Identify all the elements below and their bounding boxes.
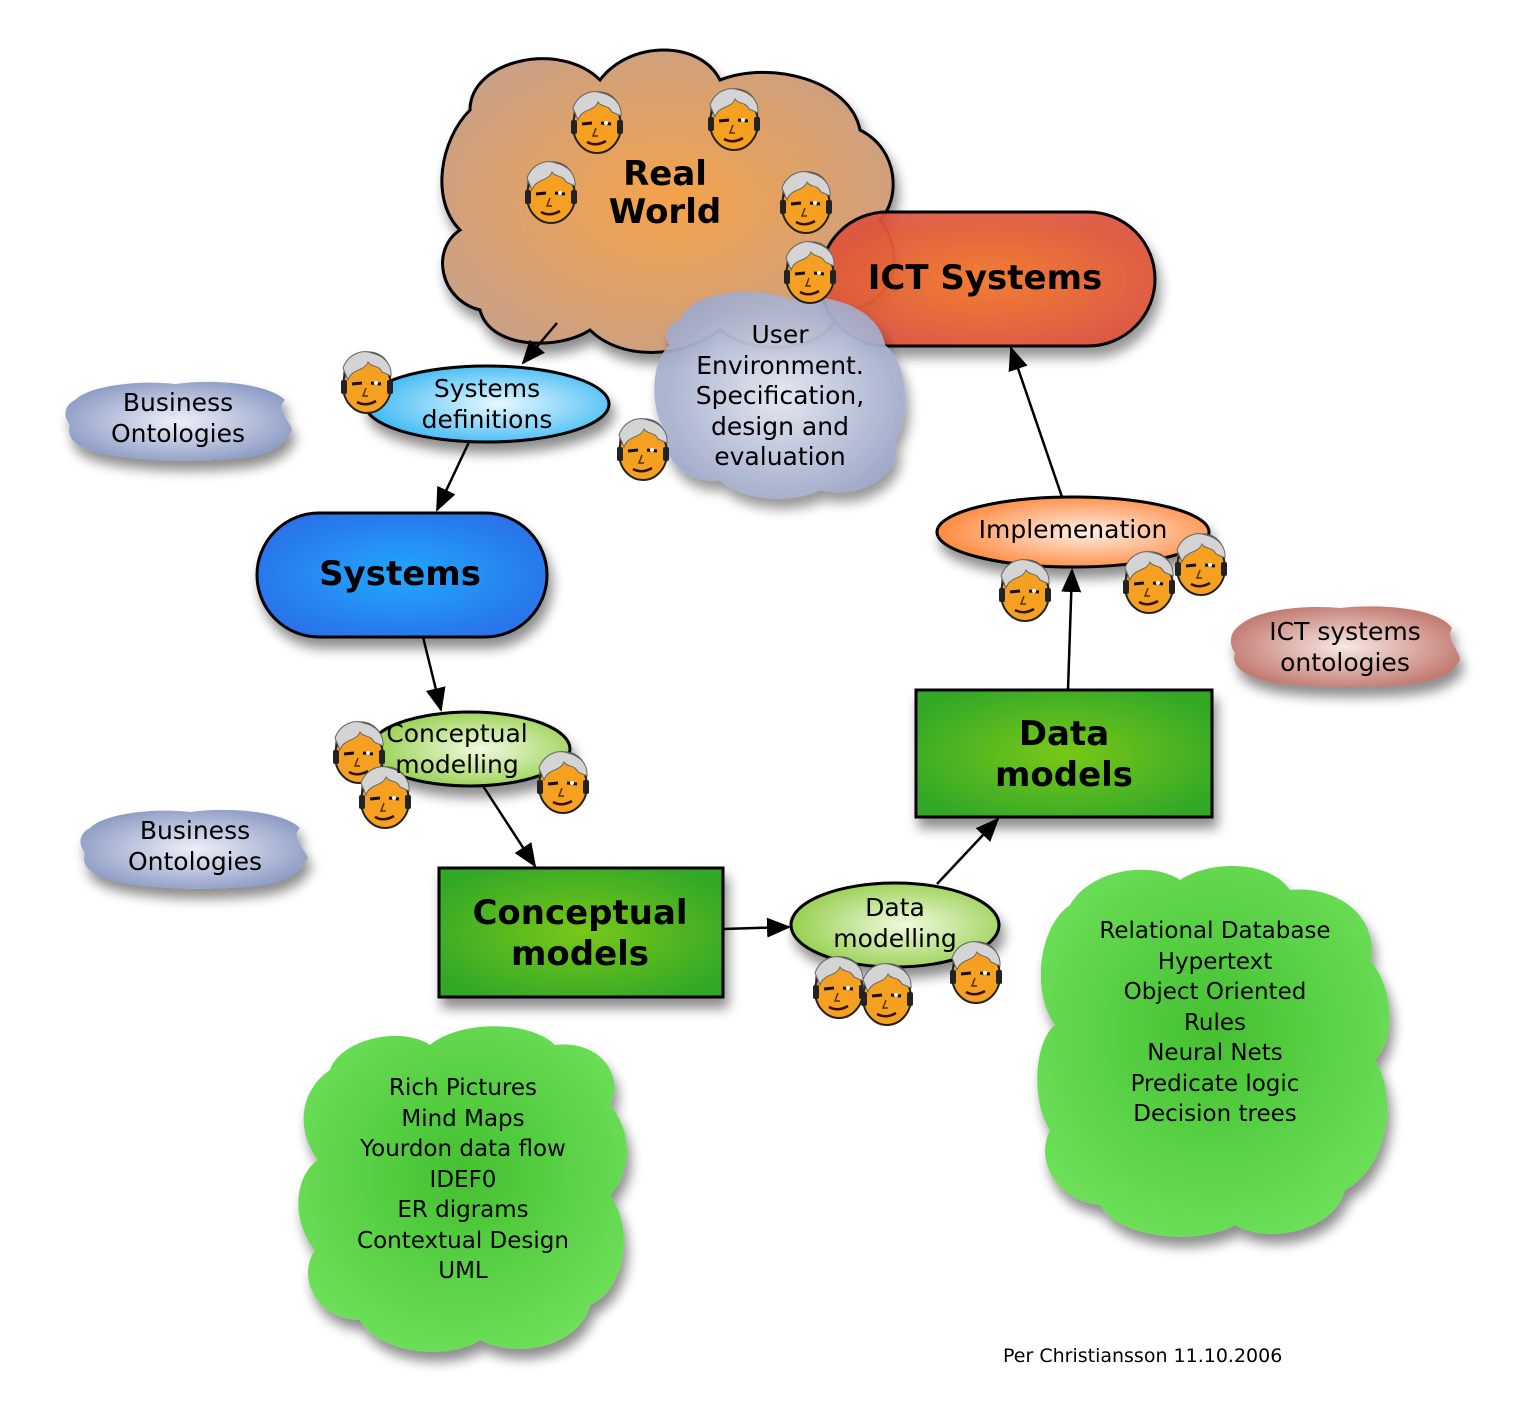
edge-conceptual-modelling-to-conceptual-models: [481, 785, 537, 868]
data-methods-list: Relational Database Hypertext Object Ori…: [1075, 916, 1355, 1130]
method-item: ER digrams: [397, 1197, 529, 1224]
real-world-label-line: World: [608, 192, 722, 233]
business-ontologies-cloud-2: [80, 809, 308, 889]
real-world-label: Real World: [600, 155, 730, 231]
method-item: Predicate logic: [1130, 1070, 1300, 1097]
real-world-label-line: Real: [623, 154, 707, 194]
person-icon: [535, 750, 591, 815]
business-ontologies-line: Ontologies: [110, 418, 246, 448]
method-item: IDEF0: [429, 1166, 497, 1193]
person-icon: [811, 955, 867, 1020]
business-ontologies-label-2: Business Ontologies: [105, 816, 285, 877]
method-item: Yourdon data flow: [360, 1136, 566, 1163]
conceptual-methods-cloud: [298, 1026, 627, 1352]
data-models-label: Data models: [964, 714, 1164, 796]
data-models-line: models: [994, 754, 1134, 795]
edges: [421, 322, 1082, 938]
method-item: Rich Pictures: [389, 1075, 537, 1101]
method-item: Object Oriented: [1123, 979, 1307, 1006]
person-icon: [997, 558, 1053, 623]
conceptual-methods-list: Rich Pictures Mind Maps Yourdon data flo…: [333, 1073, 593, 1287]
person-icon: [859, 962, 915, 1027]
data-models-node[interactable]: [914, 688, 1214, 819]
edge-implementation-to-ict-systems: [1008, 346, 1064, 498]
systems-node[interactable]: [255, 511, 549, 639]
systems-definitions-label: Systems definitions: [397, 374, 577, 435]
business-ontologies-line: Business: [122, 388, 234, 417]
person-icon: [523, 160, 579, 225]
user-environment-line: Specification,: [695, 381, 865, 410]
business-ontologies-line: Ontologies: [127, 846, 263, 876]
ict-systems-label: ICT Systems: [867, 258, 1103, 298]
business-ontologies-label-1: Business Ontologies: [88, 388, 268, 449]
user-environment-line: evaluation: [714, 442, 846, 471]
edge-conceptual-models-to-data-modelling: [722, 917, 791, 938]
edge-data-modelling-to-data-models: [936, 817, 1000, 885]
person-icon: [782, 240, 838, 305]
method-item: Contextual Design: [357, 1227, 569, 1254]
ict-systems-ontologies-label: ICT systems ontologies: [1255, 617, 1435, 678]
method-item: Hypertext: [1157, 948, 1273, 975]
user-environment-cloud[interactable]: [654, 291, 906, 499]
user-environment-label: User Environment. Specification, design …: [680, 320, 880, 473]
edge-systems-definitions-to-systems: [435, 441, 471, 512]
user-environment-line: User: [751, 320, 809, 349]
method-item: Rules: [1183, 1009, 1247, 1036]
implementation-node[interactable]: [935, 495, 1211, 569]
method-item: Neural Nets: [1147, 1040, 1283, 1067]
edge-systems-to-conceptual-modelling: [421, 636, 446, 712]
data-methods-cloud: [1037, 866, 1390, 1237]
method-item: Relational Database: [1099, 918, 1331, 944]
person-icon: [615, 417, 671, 482]
ict-systems-ontologies-line: ontologies: [1280, 647, 1410, 677]
ict-systems-ontologies-line: ICT systems: [1269, 617, 1421, 646]
data-modelling-line: Data: [865, 893, 925, 922]
conceptual-modelling-label: Conceptual modelling: [377, 719, 537, 780]
user-environment-line: Environment.: [696, 350, 864, 380]
data-modelling-label: Data modelling: [815, 893, 975, 954]
conceptual-modelling-line: modelling: [395, 749, 519, 779]
edge-data-models-to-implementation: [1061, 568, 1082, 691]
author-credit: Per Christiansson 11.10.2006: [1003, 1345, 1283, 1367]
method-item: UML: [438, 1258, 488, 1285]
person-icon: [778, 170, 834, 235]
user-environment-line: design and: [711, 411, 849, 441]
method-item: Decision trees: [1133, 1101, 1297, 1128]
systems-label: Systems: [319, 554, 481, 594]
edge-real-world-to-systems-definitions: [521, 322, 558, 365]
systems-definitions-line: Systems: [433, 374, 541, 403]
conceptual-models-label: Conceptual models: [450, 893, 710, 975]
person-icon: [339, 350, 395, 415]
implementation-label: Implemenation: [978, 515, 1168, 544]
systems-definitions-line: definitions: [421, 404, 553, 434]
business-ontologies-cloud-1: [65, 381, 292, 461]
conceptual-modelling-line: Conceptual: [386, 719, 528, 748]
data-modelling-line: modelling: [833, 923, 957, 953]
person-icon: [706, 87, 762, 152]
conceptual-models-line: models: [510, 933, 650, 974]
business-ontologies-line: Business: [139, 816, 251, 845]
person-icon: [569, 90, 625, 155]
ict-systems-ontologies-cloud: [1230, 606, 1460, 688]
data-models-line: Data: [1018, 714, 1110, 754]
method-item: Mind Maps: [401, 1105, 525, 1132]
conceptual-models-line: Conceptual: [472, 893, 688, 933]
person-icon: [1121, 550, 1177, 615]
conceptual-models-node[interactable]: [437, 866, 725, 999]
